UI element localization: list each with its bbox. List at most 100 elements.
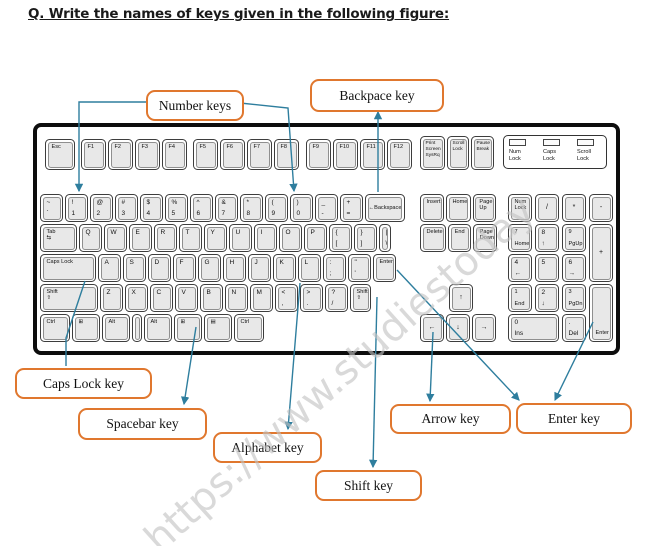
alt-key-left: Alt (102, 314, 130, 342)
key-label: Insert (426, 199, 441, 205)
key-7: &7 (215, 194, 238, 222)
callout-alphabet-key: Alphabet key (213, 432, 322, 463)
shift-key-right: Shift⇧ (350, 284, 372, 312)
key-label: F1 (87, 144, 95, 150)
key-label: { (335, 229, 338, 236)
key-label: : (329, 259, 332, 266)
key-label: 4 (514, 259, 519, 266)
key-c: C (150, 284, 173, 312)
key-label: H (229, 259, 235, 266)
indicator-led-icon (577, 139, 594, 146)
key-label: X (131, 289, 136, 296)
key-": "' (348, 254, 371, 282)
key-label: I (260, 229, 263, 236)
key-f7: F7 (247, 139, 272, 170)
key-label: 0 (514, 319, 519, 326)
key-label: ^ (196, 199, 200, 206)
key-a: A (98, 254, 121, 282)
key-label: C (156, 289, 162, 296)
key-label: U (235, 229, 241, 236)
key-label: ↓ (541, 299, 545, 307)
key-f: F (173, 254, 196, 282)
key-label: 6 (196, 209, 201, 217)
key-label: % (171, 199, 178, 206)
key-row: ~`!1@2#3$4%5^6&7*8(9)0_-+=←Backspace (40, 194, 405, 222)
key-label: ↑ (541, 239, 545, 247)
key-label: 4 (146, 209, 151, 217)
key-4: $4 (140, 194, 163, 222)
key-label: SysRq (425, 152, 440, 158)
key-delete: Delete (420, 224, 447, 252)
key-label: 9 (271, 209, 276, 217)
left-arrow-key: ← (420, 314, 444, 342)
key-label: Enter (379, 259, 393, 265)
key-label: D (154, 259, 160, 266)
key-label: $ (146, 199, 151, 206)
key-label: 8 (541, 229, 546, 236)
key-label: ⇧ (356, 295, 362, 302)
key-label: R (160, 229, 166, 236)
key-label: PgDn (568, 300, 583, 307)
key-label: * (246, 199, 250, 206)
key-label: Shift (356, 289, 368, 295)
key-label: End (514, 300, 525, 307)
numpad-enter-key: Enter (589, 284, 613, 342)
key-label: ⇆ (46, 235, 52, 242)
key-label: ) (296, 199, 299, 206)
key-label: ↑ (459, 293, 463, 301)
key-o: O (279, 224, 302, 252)
key-label: PgUp (568, 240, 583, 247)
key-label: Print (425, 141, 436, 146)
key-label: ; (329, 269, 332, 277)
key-label: ▤ (210, 319, 216, 325)
callout-enter-key: Enter key (516, 403, 632, 434)
key-6: ^6 (190, 194, 213, 222)
key-label: O (285, 229, 291, 236)
key-label: A (104, 259, 109, 266)
key-label: P (310, 229, 315, 236)
key-label: ! (71, 199, 74, 206)
key-f9: F9 (306, 139, 331, 170)
key-label: . (306, 299, 309, 307)
key-label: 6 (568, 259, 573, 266)
key-label: = (346, 209, 351, 217)
key-home: Home (446, 194, 471, 222)
key-label: . (568, 319, 571, 326)
key-label: ` (46, 209, 49, 217)
key-label: [ (335, 239, 338, 247)
key-f6: F6 (220, 139, 245, 170)
key-label: ~ (46, 199, 51, 206)
key-end: End (448, 224, 472, 252)
key-label: Pause (476, 141, 491, 146)
key-p: P (304, 224, 327, 252)
key-label: K (279, 259, 284, 266)
key-backslash: |\ (379, 224, 391, 252)
numpad-5-key: 5 (535, 254, 559, 282)
key-label: M (256, 289, 262, 296)
key-h: H (223, 254, 246, 282)
numpad-multiply-key: * (562, 194, 586, 222)
windows-key-icon: ⊞ (174, 314, 202, 342)
key-label: Page (479, 229, 493, 235)
key-label: ← (428, 323, 436, 331)
caps-lock-key: Caps Lock (40, 254, 96, 282)
key-w: W (104, 224, 127, 252)
